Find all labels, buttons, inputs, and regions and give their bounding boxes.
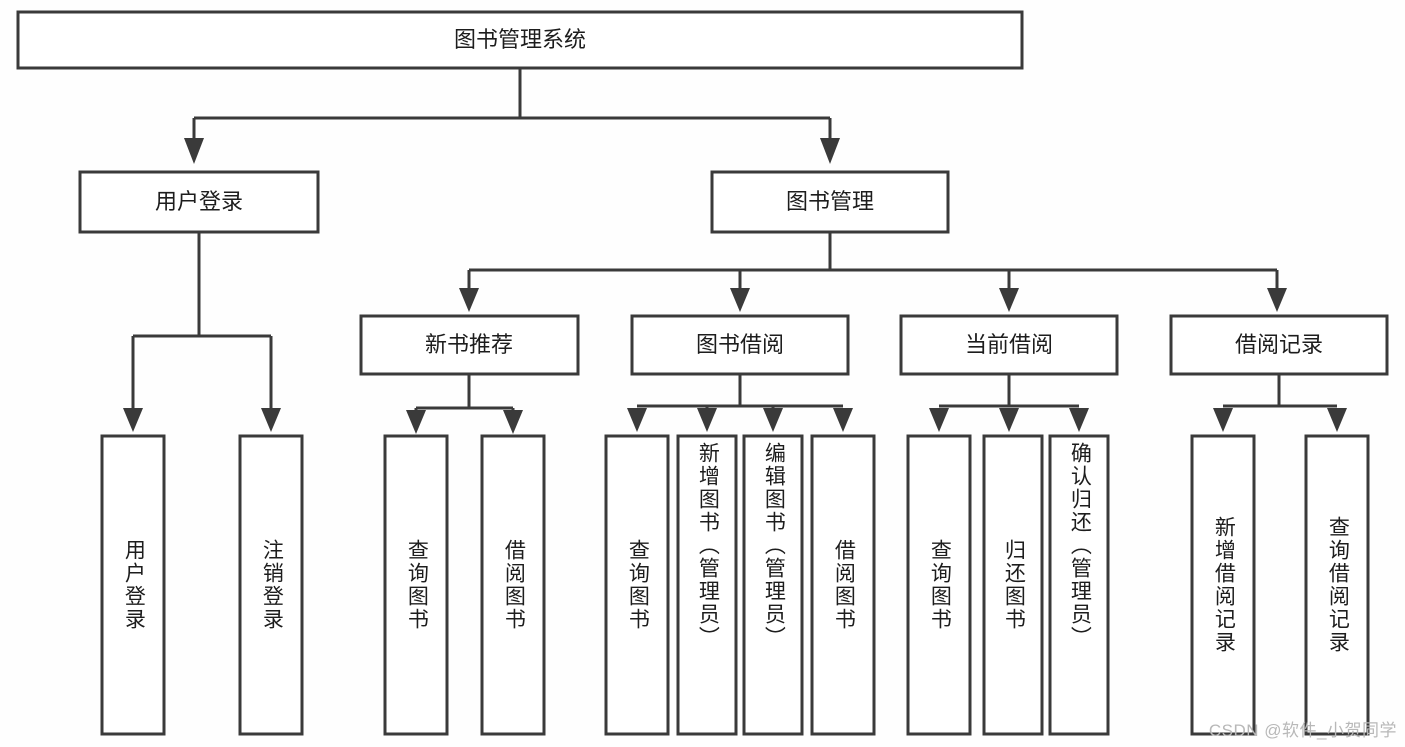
arrowhead-leaf-edit-book xyxy=(763,408,783,432)
leaf-box-query-borrow-record[interactable] xyxy=(1304,434,1370,736)
arrowhead-leaf-user-login xyxy=(123,408,143,432)
arrowhead-new-book-rec xyxy=(459,288,479,312)
leaf-box-query-book-rec[interactable] xyxy=(383,434,449,736)
arrowhead-book-mgmt xyxy=(820,138,840,164)
node-label-current-borrow: 当前借阅 xyxy=(965,332,1053,357)
leaf-box-add-book[interactable] xyxy=(676,434,738,736)
node-box-book-management[interactable] xyxy=(710,170,950,234)
leaf-box-query-book-borrow[interactable] xyxy=(604,434,670,736)
arrowhead-user-login xyxy=(184,138,204,164)
arrowhead-leaf-borrow-book-1 xyxy=(503,410,523,434)
leaf-box-edit-book[interactable] xyxy=(742,434,804,736)
arrowhead-leaf-query-record xyxy=(1327,408,1347,432)
leaf-box-return-book[interactable] xyxy=(982,434,1044,736)
watermark-text: CSDN @软件_小贺同学 xyxy=(1208,721,1397,740)
arrowhead-leaf-add-book xyxy=(697,408,717,432)
node-label-new-book-recommend: 新书推荐 xyxy=(425,332,513,357)
node-label-user-login: 用户登录 xyxy=(155,189,243,214)
node-label-borrow-records: 借阅记录 xyxy=(1235,332,1323,357)
node-label-root: 图书管理系统 xyxy=(454,27,586,52)
leaf-box-confirm-return[interactable] xyxy=(1048,434,1110,736)
node-box-root[interactable] xyxy=(16,10,1024,70)
node-label-book-management: 图书管理 xyxy=(786,189,874,214)
leaf-box-user-login[interactable] xyxy=(100,434,166,736)
arrowhead-leaf-query-book-1 xyxy=(406,410,426,434)
arrowhead-leaf-return-book xyxy=(999,408,1019,432)
leaf-box-borrow-book-rec[interactable] xyxy=(480,434,546,736)
leaf-box-add-borrow-record[interactable] xyxy=(1190,434,1256,736)
node-label-book-borrow: 图书借阅 xyxy=(696,332,784,357)
arrowhead-leaf-confirm-return xyxy=(1069,408,1089,432)
arrowhead-current-borrow xyxy=(999,288,1019,312)
arrowhead-borrow-records xyxy=(1267,288,1287,312)
node-box-new-book-recommend[interactable] xyxy=(359,314,580,376)
node-box-book-borrow[interactable] xyxy=(630,314,850,376)
arrowhead-leaf-borrow-book-2 xyxy=(833,408,853,432)
node-box-borrow-records[interactable] xyxy=(1169,314,1389,376)
leaf-box-logout[interactable] xyxy=(238,434,304,736)
arrowhead-leaf-query-book-3 xyxy=(929,408,949,432)
leaf-box-query-book-current[interactable] xyxy=(906,434,972,736)
node-box-current-borrow[interactable] xyxy=(899,314,1119,376)
arrowhead-leaf-add-record xyxy=(1213,408,1233,432)
arrowhead-book-borrow xyxy=(730,288,750,312)
arrowhead-leaf-query-book-2 xyxy=(627,408,647,432)
arrowhead-leaf-logout xyxy=(261,408,281,432)
leaf-box-borrow-book[interactable] xyxy=(810,434,876,736)
